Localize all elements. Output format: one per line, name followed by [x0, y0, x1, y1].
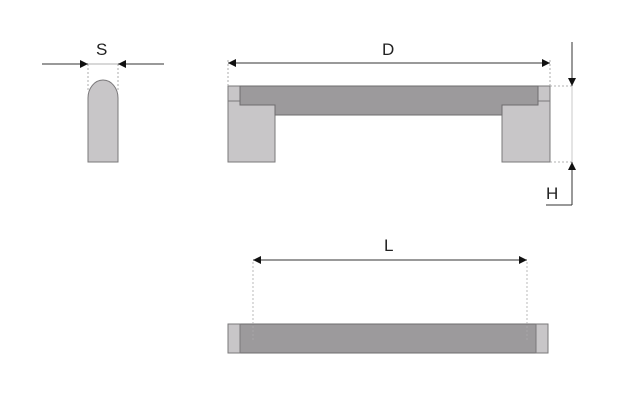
d-dimension-label: D	[382, 40, 394, 59]
side-view: S	[42, 40, 164, 163]
grip-bar	[239, 85, 539, 116]
left-end-cap	[227, 85, 241, 102]
top-view: L	[227, 236, 549, 354]
top-bar	[227, 323, 549, 354]
top-right-end-cap	[535, 323, 549, 354]
right-end-cap	[537, 85, 551, 102]
side-profile-shape	[87, 79, 119, 163]
top-left-end-cap	[227, 323, 241, 354]
h-dimension-label: H	[546, 184, 558, 203]
l-dimension-label: L	[384, 236, 393, 255]
front-view: D H	[227, 40, 576, 206]
s-dimension-label: S	[96, 40, 107, 59]
